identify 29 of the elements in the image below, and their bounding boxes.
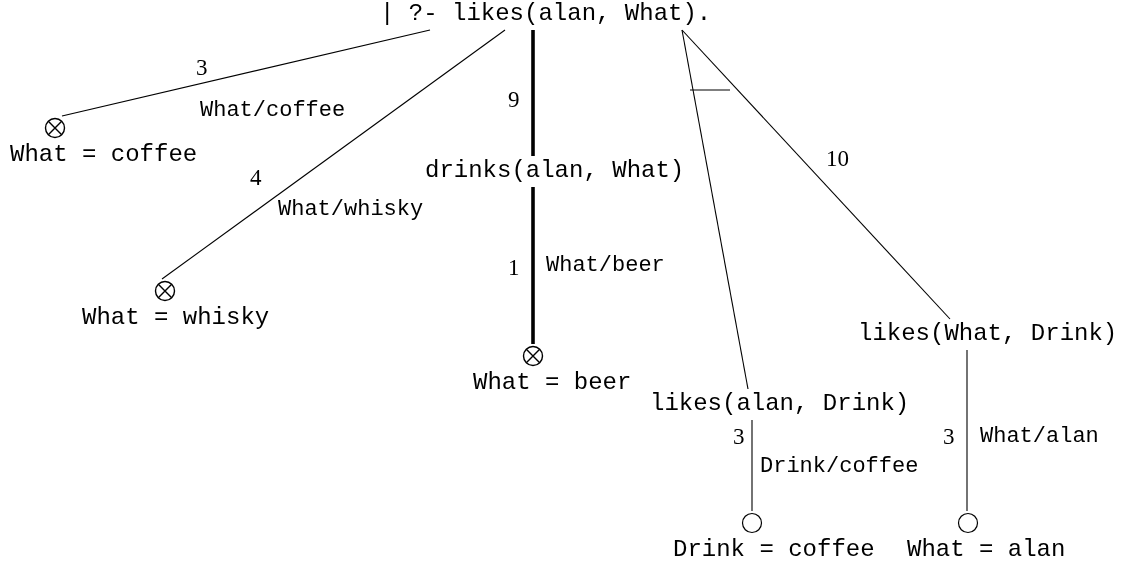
tree-branch-line (751, 419, 753, 512)
clause-number: 4 (250, 166, 262, 190)
substitution-label: What/beer (546, 253, 665, 279)
goal-text: | ?- likes(alan, What). (380, 0, 712, 28)
tree-branch-line (531, 187, 535, 344)
clause-number: 3 (733, 425, 745, 449)
tree-branch-line (681, 29, 749, 390)
goal-text: What = alan (907, 536, 1066, 564)
tree-branch-line (966, 349, 968, 512)
clause-number: 10 (826, 147, 849, 171)
goal-text: What = beer (473, 369, 632, 397)
tree-branch-line (531, 30, 535, 156)
clause-number: 1 (508, 256, 520, 280)
substitution-label: What/alan (980, 424, 1099, 450)
goal-text: Drink = coffee (673, 536, 875, 564)
tree-branch-line (161, 29, 506, 280)
substitution-label: What/coffee (200, 98, 346, 124)
goal-text: likes(alan, Drink) (650, 390, 910, 418)
goal-text: What = coffee (10, 141, 198, 169)
goal-text: What = whisky (82, 304, 270, 332)
tree-branch-line (681, 29, 951, 320)
clause-number: 3 (943, 425, 955, 449)
substitution-label: What/whisky (278, 197, 424, 223)
goal-text: drinks(alan, What) (425, 157, 685, 185)
goal-text: likes(What, Drink) (858, 320, 1118, 348)
substitution-label: Drink/coffee (760, 454, 919, 480)
tree-branch-line (61, 29, 431, 117)
clause-number: 9 (508, 88, 520, 112)
clause-number: 3 (196, 56, 208, 80)
